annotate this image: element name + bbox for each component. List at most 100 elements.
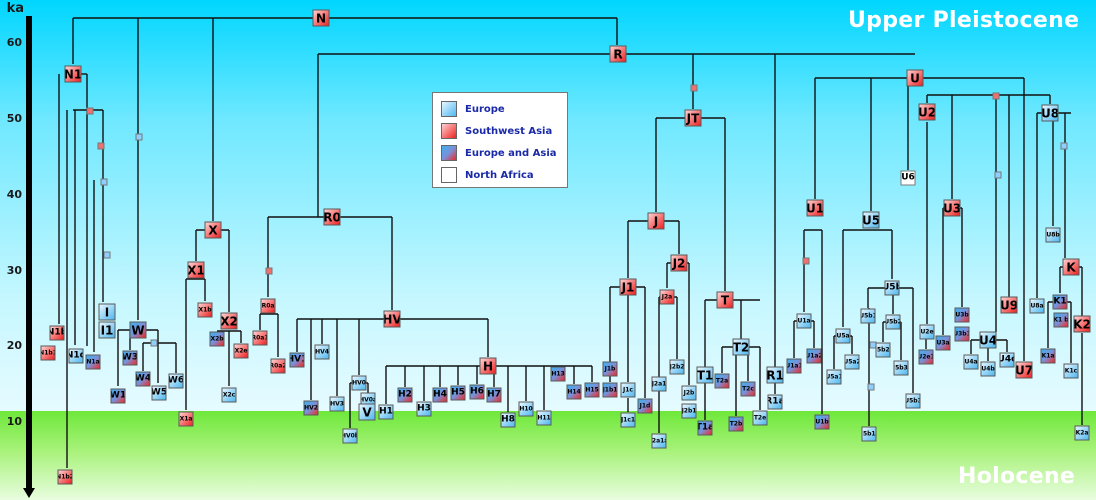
- haplogroup-n1b[interactable]: N1b: [49, 325, 65, 341]
- haplogroup-n1d[interactable]: N1d: [68, 348, 84, 364]
- haplogroup-h[interactable]: H: [479, 357, 497, 375]
- haplogroup-u4[interactable]: U4: [979, 331, 997, 349]
- haplogroup-x2c[interactable]: X2c: [221, 387, 237, 403]
- haplogroup-h7[interactable]: H7: [486, 387, 502, 403]
- haplogroup-u4c[interactable]: U4c: [999, 352, 1015, 368]
- haplogroup-t2b[interactable]: T2b: [728, 416, 744, 432]
- haplogroup-k2[interactable]: K2: [1073, 315, 1091, 333]
- haplogroup-h1[interactable]: H1: [378, 404, 394, 420]
- haplogroup-r0a1[interactable]: R0a1: [252, 330, 268, 346]
- haplogroup-t2a[interactable]: T2a: [714, 373, 730, 389]
- haplogroup-u9[interactable]: U9: [1000, 296, 1018, 314]
- haplogroup-t2c[interactable]: T2c: [740, 381, 756, 397]
- haplogroup-n[interactable]: N: [312, 9, 330, 27]
- haplogroup-hv2[interactable]: HV2: [303, 400, 319, 416]
- haplogroup-hv0b[interactable]: HV0b: [342, 428, 358, 444]
- haplogroup-t1a[interactable]: T1a: [697, 420, 713, 436]
- haplogroup-u5b[interactable]: U5b: [884, 280, 900, 296]
- haplogroup-j1c[interactable]: J1c: [620, 382, 636, 398]
- haplogroup-u5a2[interactable]: U5a2: [844, 354, 860, 370]
- haplogroup-w6[interactable]: W6: [168, 373, 184, 389]
- haplogroup-t2[interactable]: T2: [732, 338, 750, 356]
- haplogroup-j1b[interactable]: J1b: [602, 361, 618, 377]
- haplogroup-u4a[interactable]: U4a: [963, 354, 979, 370]
- haplogroup-j1c1[interactable]: J1c1: [620, 412, 636, 428]
- haplogroup-w3[interactable]: W3: [122, 350, 138, 366]
- haplogroup-w4[interactable]: W4: [135, 371, 151, 387]
- haplogroup-h10[interactable]: H10: [518, 401, 534, 417]
- haplogroup-h3[interactable]: H3: [416, 401, 432, 417]
- haplogroup-u5b3[interactable]: U5b3: [905, 393, 921, 409]
- haplogroup-u3[interactable]: U3: [943, 199, 961, 217]
- haplogroup-u5b1[interactable]: U5b1: [860, 308, 876, 324]
- haplogroup-r[interactable]: R: [609, 45, 627, 63]
- haplogroup-n1b1[interactable]: N1b1: [40, 345, 56, 361]
- haplogroup-x2e[interactable]: X2e: [233, 343, 249, 359]
- haplogroup-x1b[interactable]: X1b: [197, 302, 213, 318]
- haplogroup-h2[interactable]: H2: [397, 387, 413, 403]
- haplogroup-u5a1[interactable]: U5a1: [826, 369, 842, 385]
- haplogroup-u[interactable]: U: [906, 69, 924, 87]
- haplogroup-j2[interactable]: J2: [670, 254, 688, 272]
- haplogroup-x[interactable]: X: [204, 221, 222, 239]
- haplogroup-j1d[interactable]: J1d: [637, 398, 653, 414]
- haplogroup-u2[interactable]: U2: [918, 103, 936, 121]
- haplogroup-u5b1b[interactable]: U5b1b: [861, 426, 877, 442]
- haplogroup-u5a[interactable]: U5a: [835, 328, 851, 344]
- haplogroup-j2a1[interactable]: J2a1: [651, 376, 667, 392]
- haplogroup-j1b1[interactable]: J1b1: [602, 382, 618, 398]
- haplogroup-h4[interactable]: H4: [432, 387, 448, 403]
- haplogroup-u8b[interactable]: U8b: [1045, 227, 1061, 243]
- haplogroup-h13[interactable]: H13: [550, 366, 566, 382]
- haplogroup-u5b3a[interactable]: U5b3a: [893, 360, 909, 376]
- haplogroup-u6[interactable]: U6: [900, 170, 916, 186]
- haplogroup-j1[interactable]: J1: [619, 278, 637, 296]
- haplogroup-r1a[interactable]: R1a: [767, 394, 783, 410]
- haplogroup-r0a2[interactable]: R0a2: [270, 358, 286, 374]
- haplogroup-h14[interactable]: H14: [566, 384, 582, 400]
- haplogroup-r0a[interactable]: R0a: [260, 298, 276, 314]
- haplogroup-t2e[interactable]: T2e: [752, 410, 768, 426]
- haplogroup-r0[interactable]: R0: [323, 208, 341, 226]
- haplogroup-k1[interactable]: K1: [1052, 294, 1068, 310]
- haplogroup-n1[interactable]: N1: [64, 65, 82, 83]
- haplogroup-u2e[interactable]: U2e: [919, 324, 935, 340]
- haplogroup-u8a[interactable]: U8a: [1029, 298, 1045, 314]
- haplogroup-u3b[interactable]: U3b: [954, 307, 970, 323]
- haplogroup-j2b[interactable]: J2b: [681, 385, 697, 401]
- haplogroup-x2[interactable]: X2: [220, 312, 238, 330]
- haplogroup-x1[interactable]: X1: [187, 261, 205, 279]
- haplogroup-u1b[interactable]: U1b: [814, 414, 830, 430]
- haplogroup-hv1[interactable]: HV1: [289, 352, 305, 368]
- haplogroup-i1[interactable]: I1: [98, 321, 116, 339]
- haplogroup-n1b2[interactable]: N1b2: [57, 469, 73, 485]
- haplogroup-h11[interactable]: H11: [536, 410, 552, 426]
- haplogroup-u5b2b[interactable]: U5b2b: [875, 342, 891, 358]
- haplogroup-v[interactable]: V: [358, 403, 376, 421]
- haplogroup-k[interactable]: K: [1062, 258, 1080, 276]
- haplogroup-jt[interactable]: JT: [684, 109, 702, 127]
- haplogroup-k1b[interactable]: K1 b: [1053, 312, 1069, 328]
- haplogroup-u5b2[interactable]: U5b2: [885, 314, 901, 330]
- haplogroup-u7[interactable]: U7: [1015, 361, 1033, 379]
- haplogroup-i[interactable]: I: [98, 303, 116, 321]
- haplogroup-r1[interactable]: R1: [766, 366, 784, 384]
- haplogroup-u8[interactable]: U8: [1041, 104, 1059, 122]
- haplogroup-x1a[interactable]: X1a: [178, 411, 194, 427]
- haplogroup-h15[interactable]: H15: [584, 382, 600, 398]
- haplogroup-u1a[interactable]: U1a: [796, 313, 812, 329]
- haplogroup-n1a[interactable]: N1a: [85, 354, 101, 370]
- haplogroup-u1a2[interactable]: U1a2: [806, 348, 822, 364]
- haplogroup-hv4[interactable]: HV4: [314, 344, 330, 360]
- haplogroup-hv0[interactable]: HV0: [351, 375, 367, 391]
- haplogroup-k1a[interactable]: K1a: [1040, 348, 1056, 364]
- haplogroup-u1[interactable]: U1: [806, 199, 824, 217]
- haplogroup-t[interactable]: T: [716, 291, 734, 309]
- haplogroup-u5[interactable]: U5: [862, 211, 880, 229]
- haplogroup-j2a1a[interactable]: J2a1a: [651, 433, 667, 449]
- haplogroup-hv[interactable]: HV: [383, 310, 401, 328]
- haplogroup-w5[interactable]: W5: [151, 385, 167, 401]
- haplogroup-k1c[interactable]: K1c: [1063, 363, 1079, 379]
- haplogroup-j[interactable]: J: [647, 212, 665, 230]
- haplogroup-k2a[interactable]: K2a: [1074, 425, 1090, 441]
